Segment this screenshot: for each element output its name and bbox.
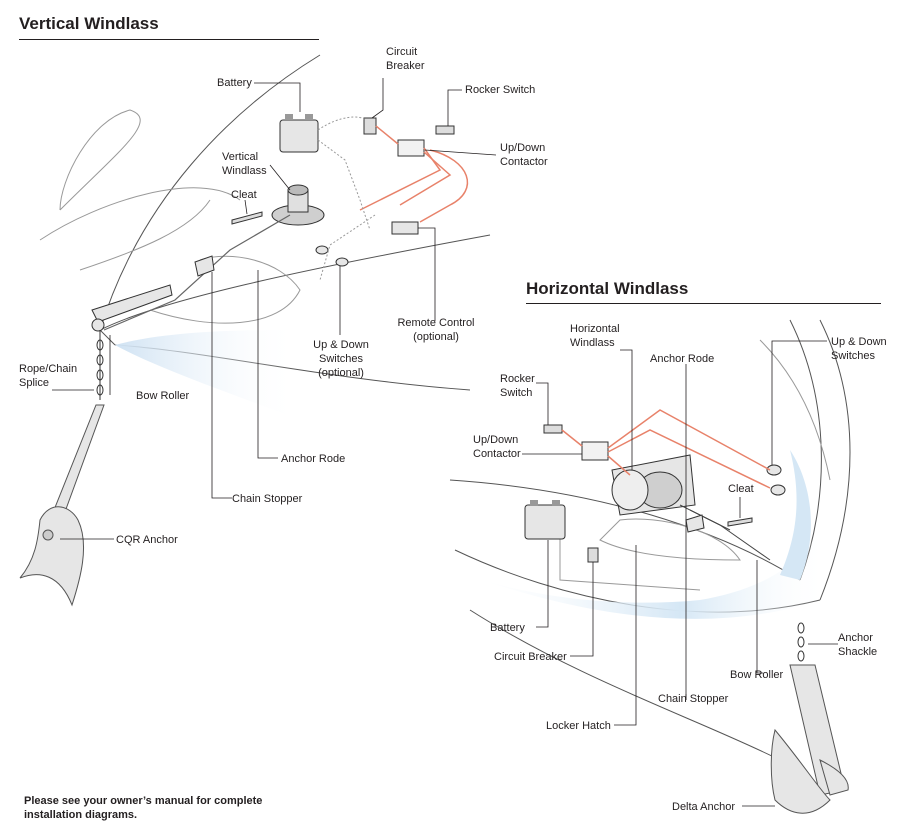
vertical-bow-roller: [91, 284, 173, 332]
delta-anchor: [770, 664, 849, 814]
label-bow-roller-vertical: Bow Roller: [136, 390, 190, 402]
vertical-switches: [315, 245, 349, 267]
label-splice: Rope/Chain Splice: [19, 363, 78, 389]
horizontal-windlass-title: Horizontal Windlass: [526, 279, 689, 298]
horizontal-windlass-unit: [611, 454, 696, 516]
label-battery-horizontal: Battery: [490, 622, 525, 634]
label-windlass-horizontal: Horizontal Windlass: [570, 323, 620, 349]
label-anchor-rode-vertical: Anchor Rode: [281, 453, 346, 465]
horizontal-title-rule: [526, 303, 881, 304]
vertical-wiring: [359, 125, 469, 223]
label-delta-anchor: Delta Anchor: [672, 801, 735, 813]
vertical-chain-stopper: [194, 255, 215, 277]
label-windlass-vertical: Vertical Windlass: [222, 151, 267, 177]
label-contactor-vertical: Up/Down Contactor: [500, 142, 548, 168]
label-anchor-rode-horizontal: Anchor Rode: [650, 353, 715, 365]
horizontal-chain-stopper: [685, 514, 705, 533]
horizontal-switches: [766, 464, 786, 496]
label-circuit-breaker-horizontal: Circuit Breaker: [494, 651, 567, 663]
label-rocker-switch-vertical: Rocker Switch: [465, 84, 536, 96]
label-locker-hatch: Locker Hatch: [546, 720, 611, 732]
vertical-dotted-cables: [317, 116, 376, 281]
horizontal-battery: [524, 500, 566, 540]
vertical-hull-shade: [115, 330, 300, 420]
label-chain-stopper-vertical: Chain Stopper: [232, 493, 303, 505]
horizontal-bow-shade: [780, 450, 811, 580]
label-anchor-shackle: Anchor Shackle: [838, 632, 878, 658]
vertical-title-rule: [19, 39, 319, 40]
footer-note: Please see your owner’s manual for compl…: [24, 795, 263, 821]
label-cqr-anchor: CQR Anchor: [116, 534, 178, 546]
horizontal-hull-shade: [455, 480, 830, 619]
vertical-anchor-rode: [103, 214, 291, 331]
cqr-anchor: [19, 404, 105, 607]
label-chain-stopper-horizontal: Chain Stopper: [658, 693, 729, 705]
horizontal-wiring: [561, 409, 771, 489]
anchor-shackle: [797, 622, 805, 662]
label-cleat-vertical: Cleat: [231, 189, 257, 201]
label-cleat-horizontal: Cleat: [728, 483, 754, 495]
vertical-battery: [279, 114, 319, 153]
label-bow-roller-horizontal: Bow Roller: [730, 669, 784, 681]
vertical-windlass-unit: [271, 184, 325, 226]
horizontal-contactor: [581, 441, 609, 461]
label-switches-horizontal: Up & Down Switches: [831, 336, 887, 362]
label-contactor-horizontal: Up/Down Contactor: [473, 434, 521, 460]
label-battery-vertical: Battery: [217, 77, 252, 89]
vertical-cleat: [231, 211, 263, 225]
label-remote-control: Remote Control (optional): [397, 317, 475, 343]
label-rocker-switch-horizontal: Rocker Switch: [500, 373, 535, 399]
vertical-rocker-switch: [435, 125, 455, 135]
vertical-chain: [96, 330, 104, 400]
label-switches-vertical: Up & Down Switches (optional): [313, 339, 369, 379]
horizontal-rocker-switch: [543, 424, 563, 434]
vertical-windlass-title: Vertical Windlass: [19, 14, 159, 33]
label-circuit-breaker-vertical: Circuit Breaker: [386, 46, 425, 72]
horizontal-cleat: [727, 517, 753, 527]
horizontal-anchor-chain: [679, 504, 771, 561]
